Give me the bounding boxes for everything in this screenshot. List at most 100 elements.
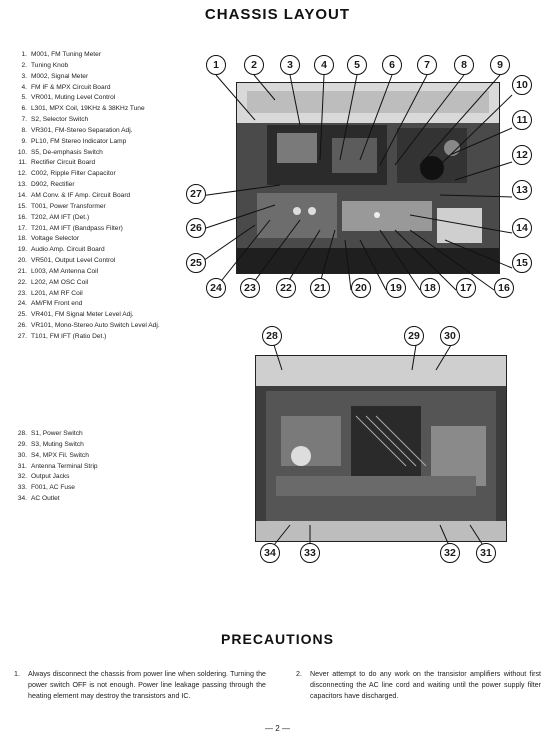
callout-16: 16 [494,278,514,298]
part-list-item: 23.L201, AM RF Coil [14,289,160,300]
part-number: 6. [21,105,28,113]
callout-30: 30 [440,326,460,346]
callout-8: 8 [454,55,474,75]
part-description: VR101, Mono-Stereo Auto Switch Level Adj… [31,322,160,330]
chassis-top-photo [236,82,500,274]
chassis-bottom-photo [255,355,507,542]
callout-3: 3 [280,55,300,75]
page-title: CHASSIS LAYOUT [204,6,351,23]
callout-20: 20 [351,278,371,298]
part-description: C002, Ripple Filter Capacitor [31,170,116,178]
callout-26: 26 [186,218,206,238]
part-number: 7. [21,116,28,124]
part-number: 29. [17,440,27,448]
part-description: S5, De-emphasis Switch [31,148,103,156]
callout-4: 4 [314,55,334,75]
part-list-item: 29.S3, Muting Switch [14,440,98,451]
part-list-item: 30. S4, MPX Fil. Switch [14,451,98,462]
part-number: 5. [21,94,28,102]
page-number: — 2 — [265,724,290,733]
part-description: L201, AM RF Coil [31,289,83,297]
precaution-item-2: 2. Never attempt to do any work on the t… [296,669,541,703]
part-list-item: 14. AM Conv. & IF Amp. Circuit Board [14,191,160,202]
part-number: 32. [17,473,27,481]
callout-18: 18 [420,278,440,298]
part-number: 18. [17,235,27,243]
part-list-item: 32.Output Jacks [14,472,98,483]
part-number: 28. [17,430,27,437]
part-list-item: 1.M001, FM Tuning Meter [14,50,160,61]
part-description: VR501, Output Level Control [31,257,116,265]
part-description: D902, Rectifier [31,181,75,189]
part-list-item: 34.AC Outlet [14,494,98,505]
callout-32: 32 [440,543,460,563]
callout-31: 31 [476,543,496,563]
part-description: L301, MPX Coil, 19KHz & 38KHz Tune [31,105,145,113]
callout-34: 34 [260,543,280,563]
part-number: 27. [17,332,27,340]
callout-21: 21 [310,278,330,298]
callout-22: 22 [276,278,296,298]
part-number: 26. [17,322,27,330]
part-number: 3. [21,72,28,80]
part-description: PL10, FM Stereo Indicator Lamp [31,137,127,145]
part-description: VR401, FM Signal Meter Level Adj. [31,311,134,319]
part-description: S1, Power Switch [31,430,83,437]
part-description: M002, Signal Meter [31,72,89,80]
callout-17: 17 [456,278,476,298]
part-list-item: 17.T201, AM IFT (Bandpass Filter) [14,224,160,235]
part-list-item: 28. S1, Power Switch [14,429,98,440]
part-description: L202, AM OSC Coil [31,278,89,286]
part-list-item: 12. C002, Ripple Filter Capacitor [14,169,160,180]
part-number: 31. [17,462,27,470]
part-description: Audio Amp. Circuit Board [31,246,105,254]
part-number: 14. [17,191,27,199]
callout-27: 27 [186,184,206,204]
part-number: 19. [17,246,27,254]
part-description: FM IF & MPX Circuit Board [31,83,111,91]
part-number: 20. [17,257,27,265]
part-number: 4. [21,83,28,91]
part-number: 9. [21,137,28,145]
callout-9: 9 [490,55,510,75]
callout-24: 24 [206,278,226,298]
callout-13: 13 [512,180,532,200]
part-number: 2. [21,61,28,69]
part-description: T001, Power Transformer [31,202,106,210]
part-number: 21. [17,267,27,275]
part-number: 25. [17,311,27,319]
part-description: S4, MPX Fil. Switch [31,451,89,459]
callout-33: 33 [300,543,320,563]
part-description: AC Outlet [31,495,60,503]
part-number: 15. [17,202,27,210]
callout-14: 14 [512,218,532,238]
part-description: F001, AC Fuse [31,484,75,492]
part-list-item: 19. Audio Amp. Circuit Board [14,245,160,256]
precaution-item-1: 1. Always disconnect the chassis from po… [14,669,266,703]
callout-1: 1 [206,55,226,75]
part-description: AM/FM Front end [31,300,83,308]
callout-11: 11 [512,110,532,130]
part-list-item: 26. VR101, Mono-Stereo Auto Switch Level … [14,321,160,332]
part-number: 10. [17,148,27,156]
part-number: 12. [17,170,27,178]
part-description: T202, AM IFT (Det.) [31,213,90,221]
callout-29: 29 [404,326,424,346]
callout-7: 7 [417,55,437,75]
part-list-item: 25. VR401, FM Signal Meter Level Adj. [14,310,160,321]
part-description: Rectifier Circuit Board [31,159,96,167]
callout-10: 10 [512,75,532,95]
callout-19: 19 [386,278,406,298]
precautions-title: PRECAUTIONS [221,631,334,647]
part-description: T101, FM IFT (Ratio Det.) [31,332,107,340]
part-list-item: 21.L003, AM Antenna Coil [14,267,160,278]
part-number: 30. [17,451,27,459]
callout-2: 2 [244,55,264,75]
callout-23: 23 [240,278,260,298]
callout-12: 12 [512,145,532,165]
part-description: AM Conv. & IF Amp. Circuit Board [31,191,131,199]
part-list-item: 18.Voltage Selector [14,234,160,245]
precaution-number: 1. [14,670,20,678]
